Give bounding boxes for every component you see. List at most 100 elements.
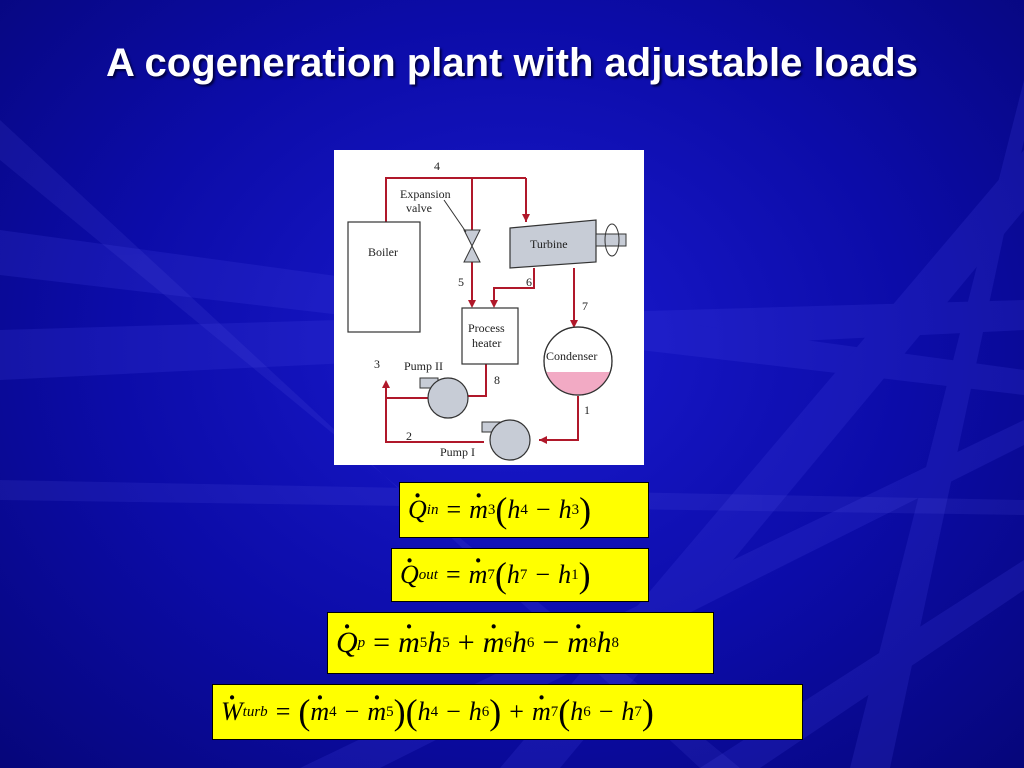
q-in-subscript: in — [426, 501, 439, 518]
mdot-symbol: m — [567, 612, 589, 660]
mdot-subscript: 8 — [588, 634, 597, 651]
mdot-subscript: 3 — [487, 501, 496, 518]
state-4: 4 — [434, 159, 440, 173]
pump-ii-label: Pump II — [404, 359, 443, 373]
expansion-valve-icon — [463, 229, 481, 263]
q-out-subscript: out — [418, 566, 438, 583]
h-symbol: h — [621, 697, 635, 726]
pump-ii — [419, 377, 469, 419]
h-symbol: h — [468, 697, 482, 726]
h-symbol: h — [417, 697, 431, 726]
condenser — [543, 326, 613, 396]
q-p-subscript: p — [357, 634, 366, 651]
h-subscript: 3 — [571, 501, 580, 518]
equals-sign: = — [275, 697, 291, 726]
equals-sign: = — [373, 626, 391, 659]
h-subscript: 6 — [583, 703, 591, 720]
turbine-shaft — [595, 233, 627, 247]
valve-label: valve — [406, 201, 432, 215]
h-subscript: 5 — [442, 634, 450, 651]
equation-q-in: Qin = m3 (h4 − h3) — [399, 481, 649, 538]
pipes — [385, 177, 579, 443]
slide-title: A cogeneration plant with adjustable loa… — [106, 41, 918, 85]
state-2: 2 — [406, 429, 412, 443]
h-symbol: h — [506, 560, 520, 589]
paren-close: ) — [393, 692, 406, 732]
q-symbol: Q — [400, 546, 419, 590]
minus-sign: − — [542, 626, 560, 659]
h-subscript: 4 — [520, 501, 528, 518]
h-symbol: h — [570, 697, 584, 726]
boiler-label: Boiler — [368, 245, 398, 259]
h-symbol: h — [558, 495, 572, 524]
cogeneration-diagram: Boiler Expansion valve Turbine Process h… — [334, 150, 644, 465]
h-symbol: h — [427, 626, 443, 659]
minus-sign: − — [535, 495, 551, 524]
mdot-symbol: m — [469, 546, 488, 590]
state-3: 3 — [374, 357, 380, 371]
mdot-symbol: m — [532, 683, 551, 727]
rotation-arrow-icon — [604, 223, 620, 257]
minus-sign: − — [535, 560, 551, 589]
mdot-subscript: 5 — [386, 703, 394, 720]
mdot-symbol: m — [310, 683, 329, 727]
paren-close: ) — [489, 692, 502, 732]
state-6: 6 — [526, 275, 532, 289]
mdot-subscript: 6 — [504, 634, 512, 651]
mdot-subscript: 4 — [329, 703, 337, 720]
state-1: 1 — [584, 403, 590, 417]
paren-close: ) — [578, 555, 591, 595]
q-symbol: Q — [408, 481, 427, 525]
paren-open: ( — [405, 692, 418, 732]
mdot-symbol: m — [398, 612, 420, 660]
mdot-subscript: 7 — [487, 566, 495, 583]
h-symbol: h — [596, 626, 612, 659]
state-8: 8 — [494, 373, 500, 387]
turbine — [509, 219, 597, 269]
h-subscript: 8 — [611, 634, 619, 651]
h-subscript: 4 — [430, 703, 439, 720]
mdot-subscript: 5 — [419, 634, 428, 651]
paren-open: ( — [495, 490, 508, 530]
h-symbol: h — [507, 495, 521, 524]
mdot-symbol: m — [483, 612, 505, 660]
w-symbol: W — [221, 683, 243, 727]
plus-sign: + — [509, 697, 524, 726]
paren-open: ( — [298, 692, 311, 732]
pump-i-label: Pump I — [440, 445, 475, 459]
minus-sign: − — [344, 697, 360, 726]
h-subscript: 7 — [634, 703, 642, 720]
mdot-symbol: m — [469, 481, 488, 525]
boiler — [347, 221, 421, 333]
pump-i — [481, 419, 531, 461]
w-turb-subscript: turb — [242, 703, 268, 720]
minus-sign: − — [446, 697, 461, 726]
turbine-label: Turbine — [530, 237, 568, 251]
minus-sign: − — [598, 697, 614, 726]
flow-arrows — [382, 214, 578, 444]
heater-label: heater — [472, 336, 501, 350]
equals-sign: = — [445, 560, 461, 589]
equals-sign: = — [446, 495, 462, 524]
paren-close: ) — [641, 692, 654, 732]
h-subscript: 7 — [519, 566, 528, 583]
condenser-label: Condenser — [546, 349, 597, 363]
mdot-symbol: m — [367, 683, 386, 727]
process-heater — [461, 307, 519, 365]
paren-open: ( — [558, 692, 571, 732]
state-5: 5 — [458, 275, 464, 289]
h-symbol: h — [558, 560, 572, 589]
paren-close: ) — [579, 490, 592, 530]
paren-open: ( — [494, 555, 507, 595]
h-symbol: h — [511, 626, 527, 659]
valve-pointer — [443, 199, 467, 233]
process-label: Process — [468, 321, 505, 335]
plus-sign: + — [457, 626, 475, 659]
h-subscript: 6 — [526, 634, 535, 651]
state-7: 7 — [582, 299, 588, 313]
h-subscript: 6 — [481, 703, 490, 720]
q-symbol: Q — [336, 612, 358, 660]
